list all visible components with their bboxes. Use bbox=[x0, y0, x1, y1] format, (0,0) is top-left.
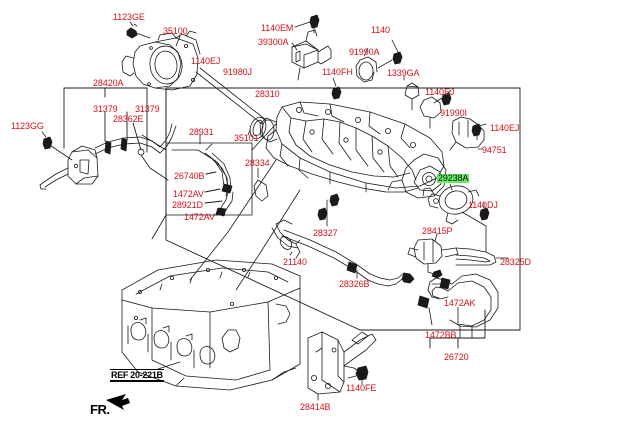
bolt-1123GG bbox=[41, 131, 73, 161]
hose-28326B bbox=[281, 229, 415, 287]
throttle-body-part bbox=[121, 30, 201, 91]
part-label-28921D: 28921D bbox=[172, 200, 203, 210]
bolt-28327-a bbox=[317, 207, 328, 221]
part-label-28420A: 28420A bbox=[93, 78, 124, 88]
part-label-1140EM: 1140EM bbox=[261, 23, 294, 33]
valve-28415P bbox=[407, 238, 459, 279]
actuator-29238A bbox=[422, 185, 480, 225]
bolt-28327-b bbox=[329, 193, 340, 207]
engine-block bbox=[121, 259, 301, 391]
reference-note: REF 20-221B bbox=[110, 369, 164, 382]
part-label-91980J: 91980J bbox=[223, 67, 252, 77]
bracket-91990A bbox=[355, 56, 378, 83]
bolt-1140FE bbox=[347, 365, 369, 385]
leader-35101 bbox=[247, 129, 251, 136]
part-label-28326B: 28326B bbox=[339, 279, 370, 289]
part-label-94751: 94751 bbox=[482, 145, 507, 155]
part-label-1140FH: 1140FH bbox=[322, 67, 353, 77]
part-label-28414B: 28414B bbox=[300, 402, 331, 412]
part-label-91990A: 91990A bbox=[349, 47, 380, 57]
part-label-1123GE: 1123GE bbox=[113, 12, 145, 22]
part-label-28310: 28310 bbox=[255, 89, 280, 99]
part-label-1123GG: 1123GG bbox=[11, 121, 44, 131]
part-label-1140EJ: 1140EJ bbox=[490, 123, 520, 133]
hose-26720 bbox=[417, 273, 499, 339]
part-label-28327: 28327 bbox=[313, 228, 338, 238]
part-label-1140FE: 1140FE bbox=[346, 383, 377, 393]
part-label-35101: 35101 bbox=[234, 133, 259, 143]
part-label-1472BB: 1472BB bbox=[425, 330, 457, 340]
part-label-39300A: 39300A bbox=[258, 37, 289, 47]
part-label-1140EJ: 1140EJ bbox=[425, 87, 455, 97]
front-direction-arrow bbox=[106, 394, 130, 410]
inset-box-28931 bbox=[165, 142, 253, 217]
bolt-1123GE bbox=[126, 23, 151, 39]
leader-1140EM bbox=[294, 21, 311, 28]
leader-21140 bbox=[289, 251, 293, 256]
part-label-31379: 31379 bbox=[93, 104, 118, 114]
part-label-35100: 35100 bbox=[163, 26, 188, 36]
part-label-28362E: 28362E bbox=[113, 114, 144, 124]
part-label-1140EJ: 1140EJ bbox=[191, 56, 221, 66]
part-label-28334: 28334 bbox=[245, 158, 270, 168]
part-label-31379: 31379 bbox=[135, 104, 160, 114]
part-label-1472AV: 1472AV bbox=[184, 212, 215, 222]
bolt-1140EJ-upper bbox=[433, 89, 452, 106]
part-label-28931: 28931 bbox=[189, 127, 214, 137]
part-label-29238A: 29238A bbox=[437, 173, 470, 183]
part-label-1140DJ: 1140DJ bbox=[468, 200, 498, 210]
part-label-1140: 1140 bbox=[371, 25, 390, 35]
part-label-26720: 26720 bbox=[444, 352, 469, 362]
part-label-26740B: 26740B bbox=[174, 171, 205, 181]
clip-1339GA bbox=[404, 82, 420, 111]
bolt-1140DJ bbox=[479, 202, 490, 221]
gasket-28334 bbox=[253, 179, 269, 202]
part-label-1472AV: 1472AV bbox=[173, 189, 204, 199]
bracket-21140 bbox=[271, 219, 301, 259]
leader-28415P bbox=[434, 233, 438, 242]
hose-assembly-28420A bbox=[39, 123, 177, 190]
bolt-1140EJ-lower bbox=[471, 123, 487, 137]
part-label-1472AK: 1472AK bbox=[444, 298, 476, 308]
manifold-right-housing bbox=[387, 153, 447, 199]
part-label-28325D: 28325D bbox=[500, 257, 531, 267]
hose-28325D bbox=[455, 211, 509, 266]
intake-manifold-upper bbox=[259, 101, 445, 193]
sensor-39300A bbox=[291, 29, 332, 81]
part-label-1339GA: 1339GA bbox=[387, 68, 420, 78]
bolt-1140FH bbox=[331, 77, 342, 100]
leader-1472BB bbox=[428, 307, 433, 326]
leader-29238A bbox=[449, 183, 453, 191]
leader-39300A bbox=[291, 42, 298, 51]
front-orientation-label: FR. bbox=[90, 402, 110, 417]
leader-1123GE bbox=[129, 21, 134, 27]
leader-91990A bbox=[363, 47, 369, 57]
duct-connection bbox=[195, 71, 263, 125]
part-label-21140: 21140 bbox=[283, 257, 307, 267]
leader-ref-20-221b bbox=[157, 361, 181, 370]
part-label-28415P: 28415P bbox=[422, 226, 453, 236]
part-label-91990I: 91990I bbox=[440, 108, 467, 118]
bracket-91990I bbox=[419, 96, 442, 129]
bolt-1140 bbox=[377, 39, 403, 69]
gasket-35101 bbox=[249, 116, 267, 140]
